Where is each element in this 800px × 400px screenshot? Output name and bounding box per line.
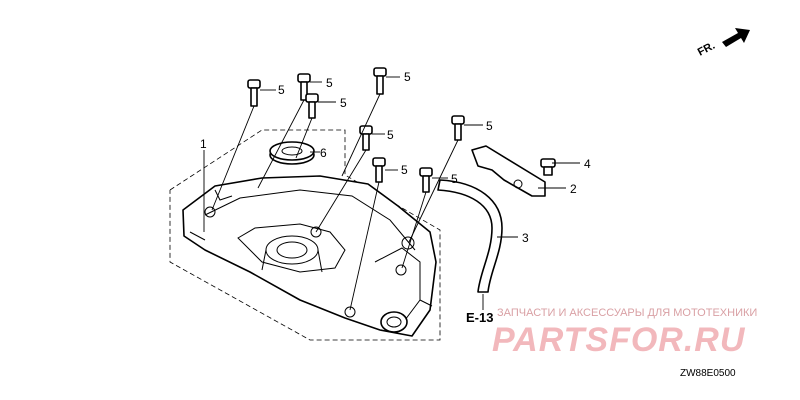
callout-leaders bbox=[203, 76, 580, 238]
reference-e13: E-13 bbox=[466, 310, 493, 325]
callout-4: 4 bbox=[584, 157, 591, 171]
watermark-text: ЗАПЧАСТИ И АКСЕССУАРЫ ДЛЯ МОТОТЕХНИКИ bbox=[497, 307, 757, 319]
callout-5a: 5 bbox=[278, 83, 285, 97]
callout-1: 1 bbox=[200, 137, 207, 151]
breather-tube-part-3 bbox=[437, 179, 503, 310]
callout-5d: 5 bbox=[404, 70, 411, 84]
callout-5c: 5 bbox=[340, 96, 347, 110]
crankcase-cover bbox=[182, 175, 437, 337]
callout-5h: 5 bbox=[486, 119, 493, 133]
callout-3: 3 bbox=[522, 231, 529, 245]
front-direction-arrow-icon bbox=[722, 28, 750, 47]
callout-5b: 5 bbox=[326, 76, 333, 90]
bolt-2 bbox=[297, 73, 311, 101]
bolt-7 bbox=[419, 167, 433, 193]
bolt-3 bbox=[305, 93, 319, 119]
bolts-part-5 bbox=[247, 67, 465, 193]
oil-seal-part-6 bbox=[269, 141, 315, 165]
bolt-leaders bbox=[211, 93, 459, 311]
front-direction-indicator: FR. bbox=[696, 28, 750, 59]
callout-5g: 5 bbox=[451, 172, 458, 186]
bolt-8 bbox=[451, 115, 465, 141]
callout-5f: 5 bbox=[401, 163, 408, 177]
bolt-6 bbox=[372, 157, 386, 183]
diagram-code: ZW88E0500 bbox=[680, 368, 736, 379]
bolt-part-4 bbox=[540, 158, 556, 176]
front-direction-label: FR. bbox=[696, 40, 717, 59]
callout-labels: 5 5 5 5 5 5 5 5 6 1 4 2 3 bbox=[200, 70, 591, 245]
watermark-logo: PARTSFOR.RU bbox=[492, 321, 746, 359]
watermark: ЗАПЧАСТИ И АКСЕССУАРЫ ДЛЯ МОТОТЕХНИКИ PA… bbox=[492, 307, 757, 359]
bolt-5 bbox=[359, 125, 373, 151]
bolt-4 bbox=[373, 67, 387, 95]
callout-6: 6 bbox=[320, 146, 327, 160]
bracket-part-2 bbox=[471, 145, 546, 197]
bolt-1 bbox=[247, 79, 261, 107]
callout-2: 2 bbox=[570, 182, 577, 196]
assembly-boundary bbox=[169, 129, 441, 341]
callout-5e: 5 bbox=[387, 128, 394, 142]
